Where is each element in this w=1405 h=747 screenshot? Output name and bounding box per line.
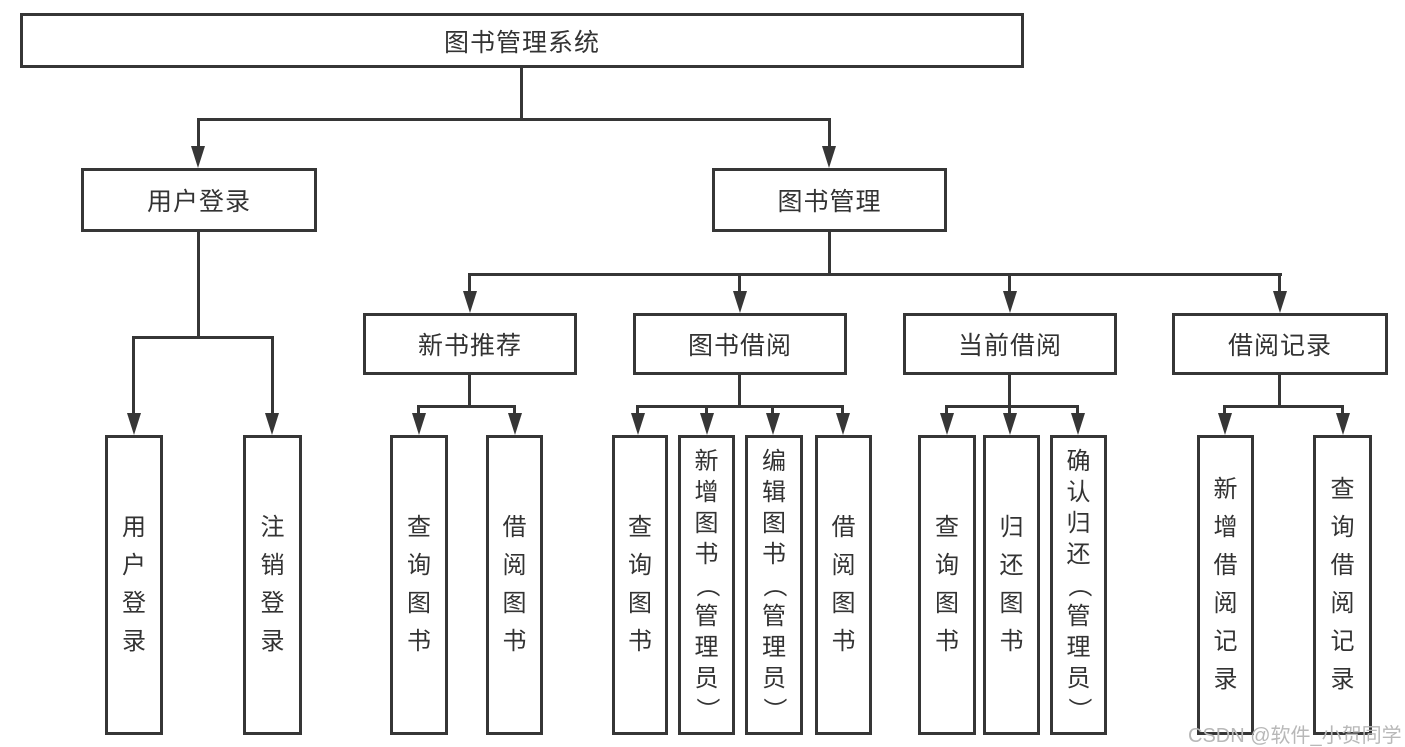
arrowhead-to-cb-query [940, 413, 954, 435]
arrowhead-to-book-management [822, 146, 836, 168]
node-root: 图书管理系统 [20, 13, 1024, 68]
node-book-borrow-label: 图书借阅 [687, 332, 792, 360]
leaf-borrow-borrow-books-label: 借阅图书 [831, 514, 856, 655]
connector-borrow-records-stem [1278, 375, 1281, 405]
connector-user-login-branch [132, 336, 274, 339]
csdn-watermark: CSDN @软件_小贺同学 [1188, 725, 1402, 747]
connector-to-recommend-query [417, 405, 420, 415]
leaf-logout: 注销登录 [243, 435, 302, 735]
connector-book-borrow-stem [738, 375, 741, 405]
node-book-management: 图书管理 [712, 168, 947, 232]
node-current-borrow: 当前借阅 [903, 313, 1117, 375]
arrowhead-to-bb-query [631, 413, 645, 435]
leaf-borrow-edit-books-admin: 编辑图书（管理员） [745, 435, 803, 735]
leaf-records-query-record-label: 查询借阅记录 [1330, 476, 1355, 693]
node-root-label: 图书管理系统 [443, 28, 600, 57]
node-new-book-recommend: 新书推荐 [363, 313, 577, 375]
arrowhead-to-leaf-user-login [127, 413, 141, 435]
leaf-current-query-books: 查询图书 [918, 435, 976, 735]
connector-book-management-stem [828, 232, 831, 273]
connector-current-borrow-stem [1008, 375, 1011, 405]
leaf-recommend-borrow-books-label: 借阅图书 [502, 514, 527, 655]
connector-to-recommend-borrow [513, 405, 516, 415]
leaf-recommend-query-books-label: 查询图书 [407, 514, 431, 655]
leaf-current-query-books-label: 查询图书 [935, 514, 959, 655]
arrowhead-to-recommend-query [412, 413, 426, 435]
arrowhead-to-leaf-logout [265, 413, 279, 435]
leaf-current-confirm-return-admin: 确认归还（管理员） [1050, 435, 1107, 735]
arrowhead-to-cb-return [1003, 413, 1017, 435]
leaf-borrow-add-books-admin: 新增图书（管理员） [678, 435, 735, 735]
node-borrow-records-label: 借阅记录 [1227, 332, 1332, 360]
connector-to-new-book-recommend [468, 273, 471, 293]
connector-to-book-borrow [738, 273, 741, 293]
leaf-records-add-record-label: 新增借阅记录 [1213, 476, 1238, 693]
connector-to-leaf-user-login [132, 336, 135, 415]
arrowhead-to-cb-confirm [1071, 413, 1085, 435]
connector-book-management-branch [468, 273, 1282, 276]
arrowhead-to-recommend-borrow [508, 413, 522, 435]
connector-to-cb-query [945, 405, 948, 415]
connector-book-borrow-branch [636, 405, 844, 408]
leaf-borrow-borrow-books: 借阅图书 [815, 435, 872, 735]
connector-new-book-recommend-stem [468, 375, 471, 405]
connector-to-user-login [197, 118, 200, 148]
connector-to-bb-borrow [841, 405, 844, 415]
connector-to-br-query [1341, 405, 1344, 415]
arrowhead-to-borrow-records [1273, 291, 1287, 313]
connector-to-current-borrow [1008, 273, 1011, 293]
leaf-borrow-query-books: 查询图书 [612, 435, 668, 735]
node-user-login: 用户登录 [81, 168, 317, 232]
leaf-current-return-books-label: 归还图书 [999, 514, 1024, 655]
leaf-borrow-edit-books-admin-label: 编辑图书（管理员） [760, 447, 788, 722]
node-new-book-recommend-label: 新书推荐 [417, 332, 522, 360]
connector-to-bb-add [705, 405, 708, 415]
node-user-login-label: 用户登录 [146, 188, 251, 216]
node-book-borrow: 图书借阅 [633, 313, 847, 375]
arrowhead-to-bb-add [700, 413, 714, 435]
arrowhead-to-book-borrow [733, 291, 747, 313]
leaf-user-login: 用户登录 [105, 435, 163, 735]
connector-to-book-management [828, 118, 831, 148]
arrowhead-to-br-add [1218, 413, 1232, 435]
arrowhead-to-br-query [1336, 413, 1350, 435]
connector-root-branch [197, 118, 831, 121]
connector-to-cb-return [1008, 405, 1011, 415]
connector-to-leaf-logout [271, 336, 274, 415]
connector-to-borrow-records [1278, 273, 1281, 293]
connector-borrow-records-branch [1223, 405, 1344, 408]
arrowhead-to-new-book-recommend [463, 291, 477, 313]
node-current-borrow-label: 当前借阅 [957, 332, 1062, 360]
arrowhead-to-bb-edit [766, 413, 780, 435]
node-book-management-label: 图书管理 [777, 188, 882, 216]
connector-to-bb-query [636, 405, 639, 415]
leaf-borrow-query-books-label: 查询图书 [628, 514, 652, 655]
connector-new-book-recommend-branch [417, 405, 516, 408]
arrowhead-to-bb-borrow [836, 413, 850, 435]
connector-to-cb-confirm [1076, 405, 1079, 415]
leaf-user-login-label: 用户登录 [122, 514, 146, 655]
leaf-recommend-query-books: 查询图书 [390, 435, 448, 735]
leaf-logout-label: 注销登录 [260, 514, 285, 655]
connector-to-br-add [1223, 405, 1226, 415]
node-borrow-records: 借阅记录 [1172, 313, 1388, 375]
leaf-records-query-record: 查询借阅记录 [1313, 435, 1372, 735]
connector-user-login-stem [197, 232, 200, 336]
connector-root-stem [520, 68, 523, 118]
connector-to-bb-edit [771, 405, 774, 415]
leaf-current-return-books: 归还图书 [983, 435, 1040, 735]
connector-current-borrow-branch [945, 405, 1079, 408]
leaf-recommend-borrow-books: 借阅图书 [486, 435, 543, 735]
leaf-borrow-add-books-admin-label: 新增图书（管理员） [693, 447, 720, 722]
arrowhead-to-current-borrow [1003, 291, 1017, 313]
leaf-current-confirm-return-admin-label: 确认归还（管理员） [1065, 447, 1092, 722]
arrowhead-to-user-login [191, 146, 205, 168]
leaf-records-add-record: 新增借阅记录 [1197, 435, 1254, 735]
